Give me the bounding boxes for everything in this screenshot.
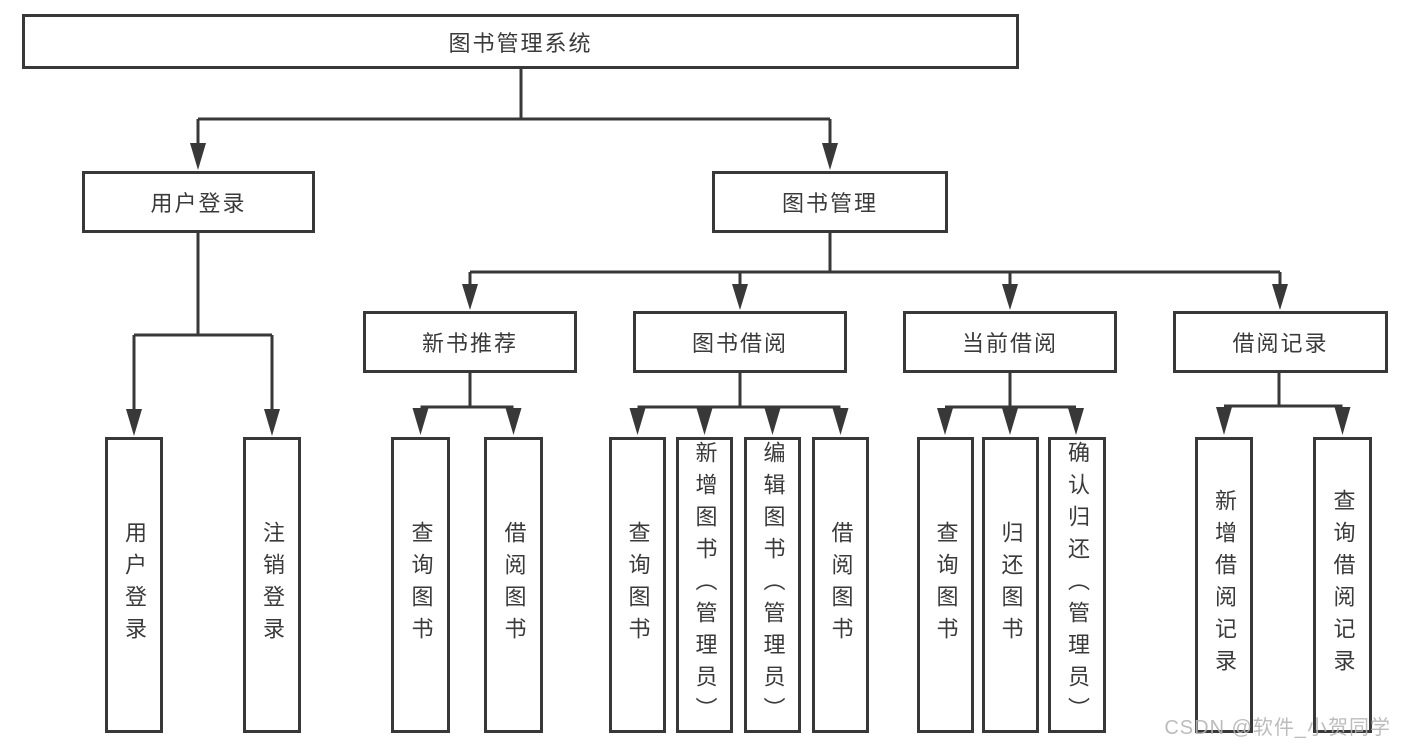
watermark: CSDN @软件_小贺同学 bbox=[1164, 717, 1391, 739]
leaf-current-query-books-label: 查询图书 bbox=[933, 521, 959, 649]
leaf-current-query-books: 查询图书 bbox=[917, 437, 974, 733]
leaf-borrow-query-books-label: 查询图书 bbox=[625, 521, 651, 649]
node-book-management-label: 图书管理 bbox=[781, 191, 878, 216]
node-book-borrow-label: 图书借阅 bbox=[691, 331, 788, 356]
node-borrow-records-label: 借阅记录 bbox=[1232, 331, 1329, 356]
leaf-add-book-admin-label: 新增图书（管理员） bbox=[692, 441, 718, 729]
leaf-add-borrow-record-label: 新增借阅记录 bbox=[1212, 489, 1237, 681]
leaf-edit-book-admin-label: 编辑图书（管理员） bbox=[760, 441, 786, 729]
node-library-system: 图书管理系统 bbox=[22, 14, 1019, 69]
leaf-logout: 注销登录 bbox=[243, 437, 301, 733]
node-current-borrow-label: 当前借阅 bbox=[961, 331, 1058, 356]
node-user-login-label: 用户登录 bbox=[150, 191, 247, 216]
connector-book-borrow-to-leaves bbox=[629, 373, 849, 435]
leaf-query-borrow-record-label: 查询借阅记录 bbox=[1330, 489, 1356, 681]
node-new-book-recommend: 新书推荐 bbox=[363, 311, 577, 373]
connector-new-book-recommend-to-leaves bbox=[412, 373, 522, 435]
leaf-recommend-borrow-books: 借阅图书 bbox=[484, 437, 543, 733]
leaf-borrow-borrow-books: 借阅图书 bbox=[812, 437, 869, 733]
node-borrow-records: 借阅记录 bbox=[1173, 311, 1388, 373]
connector-borrow-records-to-leaves bbox=[1216, 373, 1351, 435]
leaf-recommend-query-books: 查询图书 bbox=[391, 437, 450, 733]
leaf-add-book-admin: 新增图书（管理员） bbox=[676, 437, 733, 733]
connector-user-login-to-leaves bbox=[126, 233, 280, 436]
leaf-recommend-borrow-books-label: 借阅图书 bbox=[501, 521, 527, 649]
connector-current-borrow-to-leaves bbox=[937, 373, 1084, 435]
leaf-add-borrow-record: 新增借阅记录 bbox=[1195, 437, 1253, 733]
node-user-login: 用户登录 bbox=[82, 171, 315, 233]
leaf-query-borrow-record: 查询借阅记录 bbox=[1313, 437, 1372, 733]
leaf-logout-label: 注销登录 bbox=[260, 521, 285, 649]
connector-book-management-to-level3 bbox=[462, 233, 1288, 310]
leaf-return-book: 归还图书 bbox=[982, 437, 1039, 733]
leaf-confirm-return-admin-label: 确认归还（管理员） bbox=[1065, 441, 1090, 729]
leaf-user-login: 用户登录 bbox=[105, 437, 163, 733]
leaf-user-login-label: 用户登录 bbox=[122, 521, 147, 649]
node-book-borrow: 图书借阅 bbox=[633, 311, 847, 373]
node-new-book-recommend-label: 新书推荐 bbox=[421, 331, 518, 356]
leaf-confirm-return-admin: 确认归还（管理员） bbox=[1048, 437, 1106, 733]
node-book-management: 图书管理 bbox=[712, 171, 948, 233]
leaf-recommend-query-books-label: 查询图书 bbox=[408, 521, 434, 649]
leaf-return-book-label: 归还图书 bbox=[998, 521, 1024, 649]
leaf-edit-book-admin: 编辑图书（管理员） bbox=[744, 437, 801, 733]
leaf-borrow-borrow-books-label: 借阅图书 bbox=[828, 521, 854, 649]
node-current-borrow: 当前借阅 bbox=[903, 311, 1117, 373]
leaf-borrow-query-books: 查询图书 bbox=[609, 437, 666, 733]
node-library-system-label: 图书管理系统 bbox=[448, 30, 593, 56]
connector-root-to-level2 bbox=[190, 69, 838, 170]
